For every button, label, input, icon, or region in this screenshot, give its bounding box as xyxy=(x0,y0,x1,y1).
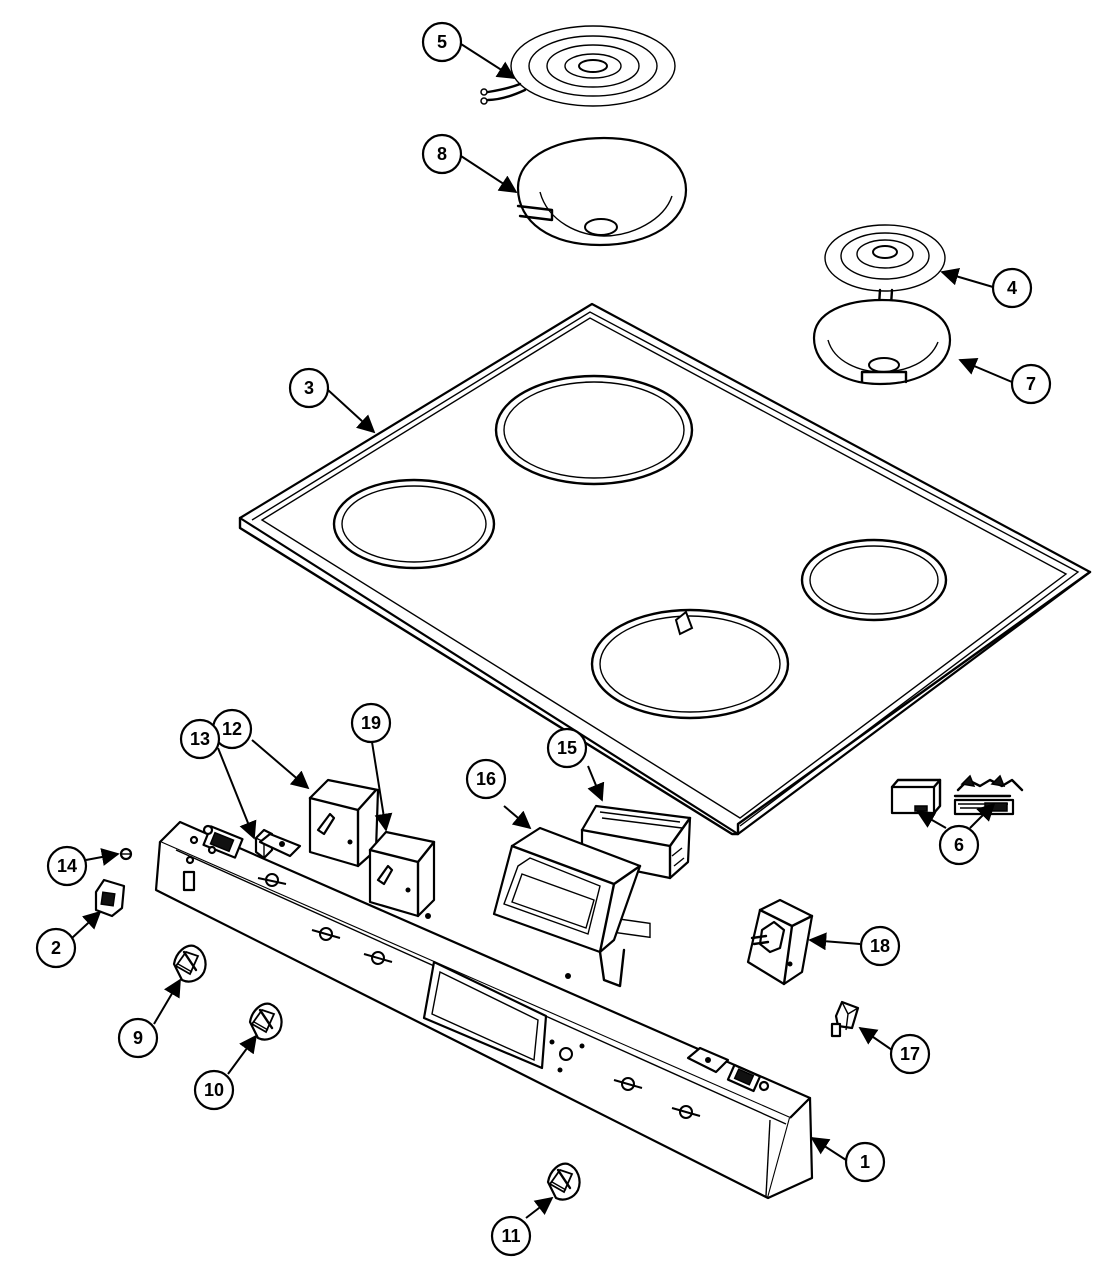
callout-13: 13 xyxy=(179,718,221,760)
callout-16: 16 xyxy=(465,758,507,800)
svg-text:6: 6 xyxy=(954,835,964,855)
svg-text:14: 14 xyxy=(57,856,77,876)
clock-mounting-bracket[interactable] xyxy=(492,826,642,988)
callout-9: 9 xyxy=(117,1017,159,1059)
svg-text:16: 16 xyxy=(476,769,496,789)
callout-15: 15 xyxy=(546,727,588,769)
svg-text:15: 15 xyxy=(557,738,577,758)
svg-text:5: 5 xyxy=(437,32,447,52)
callout-6: 6 xyxy=(938,824,980,866)
svg-text:8: 8 xyxy=(437,144,447,164)
control-knob-9[interactable] xyxy=(172,944,207,983)
screw[interactable] xyxy=(119,847,133,861)
svg-text:1: 1 xyxy=(860,1152,870,1172)
callout-14: 14 xyxy=(46,845,88,887)
callout-8: 8 xyxy=(421,133,463,175)
callout-7: 7 xyxy=(1010,363,1052,405)
svg-text:9: 9 xyxy=(133,1028,143,1048)
callout-1: 1 xyxy=(844,1141,886,1183)
svg-text:10: 10 xyxy=(204,1080,224,1100)
oven-selector-switch[interactable] xyxy=(746,898,814,986)
callout-18: 18 xyxy=(859,925,901,967)
cooktop-main-top[interactable] xyxy=(238,302,1092,836)
large-drip-bowl[interactable] xyxy=(516,136,688,247)
svg-text:12: 12 xyxy=(222,719,242,739)
svg-text:17: 17 xyxy=(900,1044,920,1064)
callout-17: 17 xyxy=(889,1033,931,1075)
svg-text:2: 2 xyxy=(51,938,61,958)
callout-19: 19 xyxy=(350,702,392,744)
callout-2: 2 xyxy=(35,927,77,969)
terminal-block-and-wiring[interactable] xyxy=(890,774,1024,816)
rocker-switch[interactable] xyxy=(94,878,126,918)
control-panel[interactable] xyxy=(154,820,814,1200)
svg-text:7: 7 xyxy=(1026,374,1036,394)
svg-text:11: 11 xyxy=(501,1226,520,1246)
svg-text:3: 3 xyxy=(304,378,314,398)
large-surface-element[interactable] xyxy=(480,25,676,107)
callout-4: 4 xyxy=(991,267,1033,309)
mounting-clip[interactable] xyxy=(830,1000,860,1038)
callout-12: 12 xyxy=(211,708,253,750)
svg-text:13: 13 xyxy=(190,729,210,749)
svg-text:18: 18 xyxy=(870,936,890,956)
control-knob-11[interactable] xyxy=(546,1162,581,1201)
svg-text:19: 19 xyxy=(361,713,381,733)
callout-10: 10 xyxy=(193,1069,235,1111)
surface-switch[interactable] xyxy=(308,778,380,868)
callout-5: 5 xyxy=(421,21,463,63)
control-knob-10[interactable] xyxy=(248,1002,283,1041)
small-drip-bowl[interactable] xyxy=(812,298,952,386)
callout-11: 11 xyxy=(490,1215,532,1257)
leader-lines xyxy=(71,43,1013,1219)
callout-3: 3 xyxy=(288,367,330,409)
secondary-switch[interactable] xyxy=(368,830,436,918)
svg-text:4: 4 xyxy=(1007,278,1017,298)
